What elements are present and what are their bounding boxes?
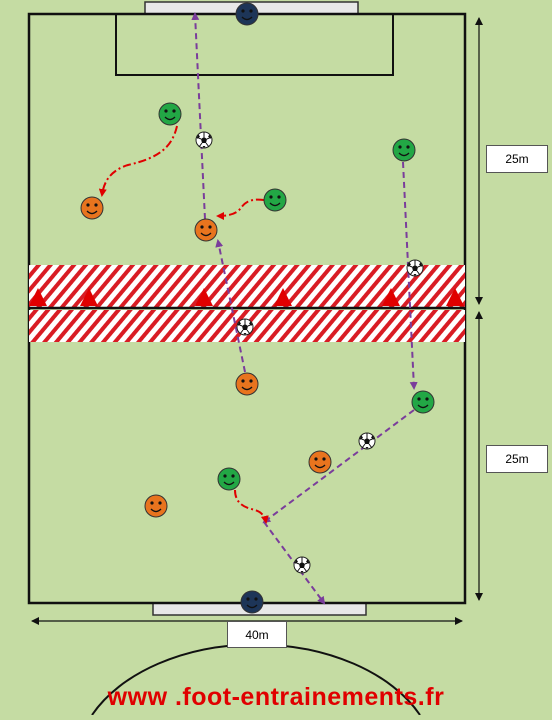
penalty-box bbox=[115, 13, 394, 76]
cone-icon bbox=[382, 288, 400, 306]
green-player-icon bbox=[217, 467, 241, 491]
footer-url: www .foot-entrainements.fr bbox=[107, 683, 445, 711]
soccer-ball-icon bbox=[236, 318, 254, 336]
run-arrows bbox=[98, 125, 269, 524]
run-arrow bbox=[98, 125, 178, 197]
cone-icon bbox=[80, 288, 98, 306]
cone-icon bbox=[446, 288, 464, 306]
goalkeeper-icon bbox=[240, 590, 264, 614]
soccer-ball-icon bbox=[358, 432, 376, 450]
green-player-icon bbox=[263, 188, 287, 212]
pass-arrow bbox=[215, 239, 246, 373]
run-arrow bbox=[216, 198, 265, 220]
cones bbox=[29, 288, 464, 306]
pass-arrow bbox=[402, 161, 418, 390]
soccer-ball-icon bbox=[406, 259, 424, 277]
top-half-length-label: 25m bbox=[486, 145, 548, 173]
orange-player-icon bbox=[80, 196, 104, 220]
pass-arrow bbox=[262, 409, 415, 524]
balls bbox=[195, 131, 424, 574]
run-arrow bbox=[234, 489, 269, 524]
orange-player-icon bbox=[194, 218, 218, 242]
players bbox=[80, 2, 435, 614]
cone-icon bbox=[274, 288, 292, 306]
soccer-ball-icon bbox=[293, 556, 311, 574]
cone-icon bbox=[29, 288, 47, 306]
cone-icon bbox=[195, 288, 213, 306]
pitch-width-label: 40m bbox=[227, 621, 287, 648]
green-player-icon bbox=[158, 102, 182, 126]
soccer-ball-icon bbox=[195, 131, 213, 149]
green-player-icon bbox=[411, 390, 435, 414]
orange-player-icon bbox=[144, 494, 168, 518]
orange-player-icon bbox=[308, 450, 332, 474]
bottom-half-length-label: 25m bbox=[486, 445, 548, 473]
green-player-icon bbox=[392, 138, 416, 162]
goalkeeper-icon bbox=[235, 2, 259, 26]
orange-player-icon bbox=[235, 372, 259, 396]
pass-arrow bbox=[191, 12, 206, 220]
